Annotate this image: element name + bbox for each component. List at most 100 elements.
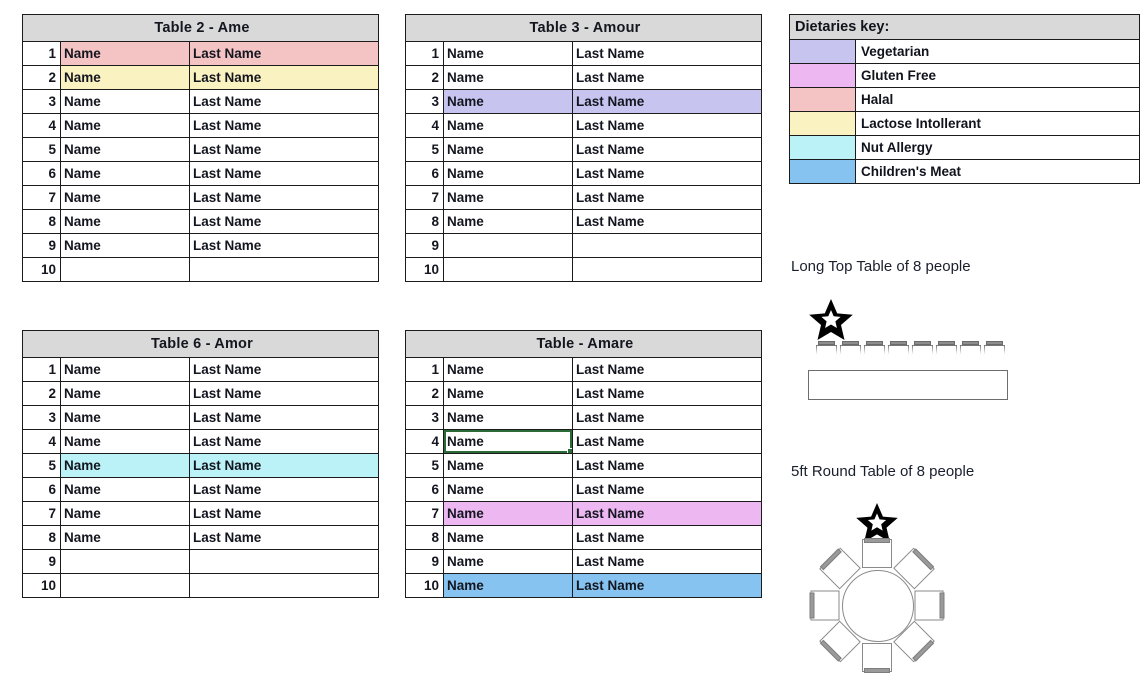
- first-name-cell[interactable]: Name: [60, 381, 190, 406]
- first-name-cell[interactable]: Name: [443, 381, 573, 406]
- last-name-cell[interactable]: Last Name: [572, 477, 762, 502]
- row-number-cell[interactable]: 5: [405, 137, 444, 162]
- last-name-cell[interactable]: Last Name: [572, 453, 762, 478]
- first-name-cell[interactable]: Name: [60, 161, 190, 186]
- last-name-cell[interactable]: Last Name: [189, 405, 379, 430]
- first-name-cell[interactable]: Name: [443, 161, 573, 186]
- row-number-cell[interactable]: 8: [22, 209, 61, 234]
- first-name-cell[interactable]: Name: [60, 405, 190, 430]
- last-name-cell[interactable]: [572, 233, 762, 258]
- first-name-cell[interactable]: Name: [443, 113, 573, 138]
- row-number-cell[interactable]: 2: [22, 65, 61, 90]
- first-name-cell[interactable]: Name: [443, 501, 573, 526]
- last-name-cell[interactable]: Last Name: [572, 549, 762, 574]
- table-row[interactable]: 9: [22, 549, 379, 574]
- last-name-cell[interactable]: Last Name: [572, 137, 762, 162]
- first-name-cell[interactable]: Name: [60, 233, 190, 258]
- last-name-cell[interactable]: [189, 257, 379, 282]
- row-number-cell[interactable]: 5: [22, 137, 61, 162]
- last-name-cell[interactable]: [189, 573, 379, 598]
- last-name-cell[interactable]: Last Name: [572, 573, 762, 598]
- row-number-cell[interactable]: 10: [405, 257, 444, 282]
- first-name-cell[interactable]: Name: [443, 89, 573, 114]
- last-name-cell[interactable]: Last Name: [189, 161, 379, 186]
- row-number-cell[interactable]: 3: [22, 405, 61, 430]
- row-number-cell[interactable]: 5: [405, 453, 444, 478]
- row-number-cell[interactable]: 8: [405, 525, 444, 550]
- first-name-cell[interactable]: Name: [60, 41, 190, 66]
- last-name-cell[interactable]: Last Name: [189, 41, 379, 66]
- first-name-cell[interactable]: [443, 257, 573, 282]
- cell-fill-handle[interactable]: [567, 448, 572, 453]
- last-name-cell[interactable]: Last Name: [189, 185, 379, 210]
- row-number-cell[interactable]: 9: [405, 549, 444, 574]
- last-name-cell[interactable]: [572, 257, 762, 282]
- first-name-cell[interactable]: [60, 573, 190, 598]
- row-number-cell[interactable]: 1: [22, 357, 61, 382]
- row-number-cell[interactable]: 3: [405, 89, 444, 114]
- last-name-cell[interactable]: Last Name: [572, 525, 762, 550]
- dietaries-key-row[interactable]: Vegetarian: [789, 39, 1140, 64]
- last-name-cell[interactable]: Last Name: [189, 65, 379, 90]
- first-name-cell-selected[interactable]: Name: [443, 429, 573, 454]
- dietaries-key-row[interactable]: Halal: [789, 87, 1140, 112]
- first-name-cell[interactable]: Name: [60, 477, 190, 502]
- row-number-cell[interactable]: 10: [22, 573, 61, 598]
- row-number-cell[interactable]: 6: [405, 161, 444, 186]
- row-number-cell[interactable]: 8: [22, 525, 61, 550]
- row-number-cell[interactable]: 9: [405, 233, 444, 258]
- last-name-cell[interactable]: Last Name: [189, 501, 379, 526]
- first-name-cell[interactable]: Name: [443, 137, 573, 162]
- first-name-cell[interactable]: Name: [60, 501, 190, 526]
- last-name-cell[interactable]: Last Name: [572, 381, 762, 406]
- table-row[interactable]: 10: [22, 257, 379, 282]
- row-number-cell[interactable]: 9: [22, 233, 61, 258]
- first-name-cell[interactable]: Name: [60, 185, 190, 210]
- first-name-cell[interactable]: Name: [60, 429, 190, 454]
- last-name-cell[interactable]: Last Name: [189, 429, 379, 454]
- last-name-cell[interactable]: Last Name: [572, 209, 762, 234]
- row-number-cell[interactable]: 7: [405, 185, 444, 210]
- row-number-cell[interactable]: 4: [22, 429, 61, 454]
- first-name-cell[interactable]: Name: [443, 41, 573, 66]
- first-name-cell[interactable]: Name: [443, 453, 573, 478]
- first-name-cell[interactable]: Name: [60, 209, 190, 234]
- first-name-cell[interactable]: [60, 257, 190, 282]
- first-name-cell[interactable]: Name: [443, 405, 573, 430]
- table-row[interactable]: 10: [22, 573, 379, 598]
- row-number-cell[interactable]: 4: [405, 113, 444, 138]
- row-number-cell[interactable]: 3: [22, 89, 61, 114]
- last-name-cell[interactable]: Last Name: [572, 357, 762, 382]
- row-number-cell[interactable]: 9: [22, 549, 61, 574]
- row-number-cell[interactable]: 2: [405, 381, 444, 406]
- first-name-cell[interactable]: Name: [443, 525, 573, 550]
- first-name-cell[interactable]: Name: [60, 137, 190, 162]
- first-name-cell[interactable]: Name: [443, 357, 573, 382]
- last-name-cell[interactable]: Last Name: [189, 453, 379, 478]
- first-name-cell[interactable]: Name: [60, 453, 190, 478]
- first-name-cell[interactable]: [443, 233, 573, 258]
- row-number-cell[interactable]: 6: [22, 161, 61, 186]
- row-number-cell[interactable]: 7: [22, 185, 61, 210]
- first-name-cell[interactable]: Name: [60, 89, 190, 114]
